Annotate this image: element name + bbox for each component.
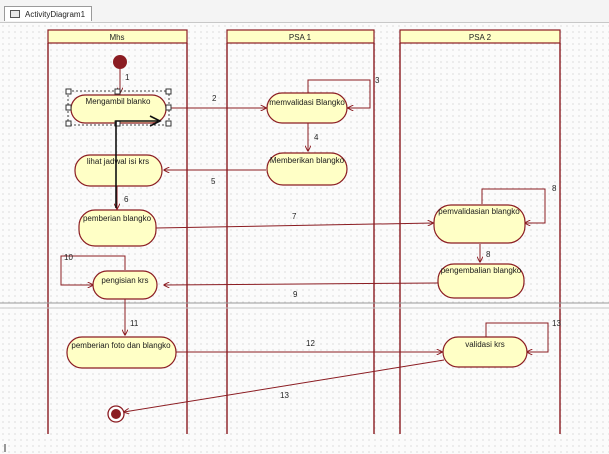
activity-pengembalian-blangko[interactable]: pengembalian blangko bbox=[437, 263, 525, 299]
activity-validasi-krs[interactable]: validasi krs bbox=[442, 336, 528, 368]
drawing-connector[interactable] bbox=[115, 115, 162, 208]
tab-label: ActivityDiagram1 bbox=[25, 10, 86, 19]
flow-label: 3 bbox=[375, 76, 380, 85]
flow-label: 8 bbox=[486, 250, 491, 259]
flow-label: 5 bbox=[211, 177, 216, 186]
activity-label: Memberikan blangko bbox=[270, 156, 345, 165]
lane-title-psa2: PSA 2 bbox=[469, 33, 492, 42]
initial-node[interactable] bbox=[113, 55, 127, 69]
flow-8-loop[interactable] bbox=[481, 188, 546, 223]
activity-memberikan-blangko[interactable]: Memberikan blangko bbox=[266, 152, 348, 186]
activity-memvalidasi-blangko[interactable]: memvalidasi Blangko bbox=[266, 92, 348, 124]
flow-label: 10 bbox=[64, 253, 73, 262]
flow-label: 1 bbox=[125, 73, 130, 82]
activity-lihat-jadwal[interactable]: lihat jadwal isi krs bbox=[74, 154, 163, 187]
flow-13-loop[interactable] bbox=[485, 322, 549, 352]
activity-label: memvalidasi Blangko bbox=[269, 98, 345, 107]
activity-pengisian-krs[interactable]: pengisian krs bbox=[92, 270, 158, 300]
flow-label: 2 bbox=[212, 94, 217, 103]
flow-label: 4 bbox=[314, 133, 319, 142]
lane-title-psa1: PSA 1 bbox=[289, 33, 312, 42]
flow-label: 13 bbox=[280, 391, 289, 400]
flow-labels: 1 2 3 4 5 6 7 8 8 9 10 11 12 13 13 bbox=[64, 73, 561, 400]
activity-pemvalidasian-blangko[interactable]: pemvalidasian blangko bbox=[433, 204, 526, 244]
activity-label: pengembalian blangko bbox=[441, 266, 522, 275]
flow-label: 12 bbox=[306, 339, 315, 348]
flow-label: 6 bbox=[124, 195, 129, 204]
activity-pemberian-blangko[interactable]: pemberian blangko bbox=[78, 209, 157, 247]
activity-label: pengisian krs bbox=[101, 276, 148, 285]
document-tab-bar: ActivityDiagram1 bbox=[0, 0, 609, 23]
activity-label: validasi krs bbox=[465, 340, 505, 349]
flow-9[interactable] bbox=[164, 283, 439, 285]
tab-activity-diagram[interactable]: ActivityDiagram1 bbox=[4, 6, 93, 21]
flow-label: 9 bbox=[293, 290, 298, 299]
activity-mengambil-blanko[interactable]: Mengambil blanko bbox=[70, 94, 167, 124]
activity-label: pemberian foto dan blangko bbox=[71, 341, 171, 350]
lane-title-mhs: Mhs bbox=[109, 33, 124, 42]
page-break-line bbox=[0, 302, 609, 309]
activity-label: lihat jadwal isi krs bbox=[87, 157, 149, 166]
flow-label: 11 bbox=[130, 319, 139, 328]
activity-pemberian-foto[interactable]: pemberian foto dan blangko bbox=[66, 336, 177, 369]
flow-7[interactable] bbox=[155, 223, 433, 229]
flow-label: 13 bbox=[552, 319, 561, 328]
diagram-icon bbox=[10, 10, 20, 18]
activity-label: pemvalidasian blangko bbox=[438, 207, 520, 216]
flow-label: 8 bbox=[552, 184, 557, 193]
swimlane-psa2: PSA 2 bbox=[399, 29, 561, 434]
control-flows bbox=[60, 69, 549, 412]
final-node[interactable] bbox=[107, 405, 125, 423]
flow-10[interactable] bbox=[60, 255, 126, 285]
flow-label: 7 bbox=[292, 212, 297, 221]
activity-label: pemberian blangko bbox=[83, 214, 152, 223]
selection-handles[interactable] bbox=[65, 88, 172, 127]
flow-13[interactable] bbox=[124, 359, 445, 412]
activity-label: Mengambil blanko bbox=[86, 97, 151, 106]
swimlane-psa1: PSA 1 bbox=[226, 29, 375, 434]
